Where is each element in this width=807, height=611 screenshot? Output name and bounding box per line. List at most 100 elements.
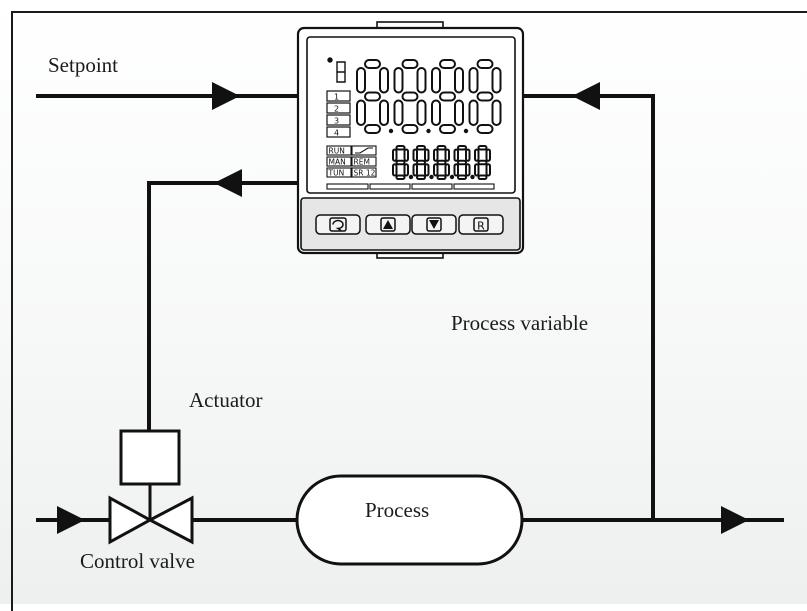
bar-indicators <box>326 183 495 190</box>
tun-indicator: TUN <box>328 169 345 178</box>
r-letter-icon: R <box>477 220 485 233</box>
lcd-segment <box>436 174 447 180</box>
lcd-segment <box>393 99 404 126</box>
main-digit-3 <box>431 59 469 134</box>
up-arrow-icon <box>383 220 393 229</box>
lcd-segment <box>395 145 406 151</box>
valve-right-triangle <box>146 495 194 545</box>
lcd-segment <box>393 67 404 94</box>
lcd-segment <box>465 148 471 162</box>
ramp-icon <box>355 147 373 154</box>
run-indicator: RUN <box>329 147 345 156</box>
lcd-segment <box>454 99 464 126</box>
lcd-segment <box>401 91 419 102</box>
tun-indicator-box <box>326 167 352 178</box>
lcd-segment <box>457 159 467 166</box>
lcd-segment <box>395 159 406 166</box>
lcd-segment <box>416 145 426 151</box>
lcd-segment <box>416 174 426 180</box>
lcd-segment <box>416 67 427 94</box>
control-valve <box>108 429 194 545</box>
lcd-segment <box>465 163 471 177</box>
lcd-segment <box>433 163 439 177</box>
lcd-segment <box>416 159 426 166</box>
decimal-point <box>463 128 469 134</box>
lcd-segment <box>439 91 456 102</box>
decimal-point <box>449 174 455 180</box>
secondary-digit-1 <box>392 145 414 180</box>
lcd-segment <box>431 99 441 126</box>
man-indicator: MAN <box>329 158 346 167</box>
secondary-display <box>392 145 491 180</box>
prefix-digit <box>327 57 346 83</box>
lcd-segment <box>379 67 389 94</box>
decimal-point <box>408 174 414 180</box>
lcd-segment <box>476 91 494 102</box>
lcd-segment <box>485 163 491 177</box>
setpoint-label: Setpoint <box>48 53 118 77</box>
lcd-segment <box>476 124 494 134</box>
controller: 1 2 3 4 RUN MAN TUN REM <box>296 21 525 259</box>
sr-indicator-box <box>351 167 377 178</box>
process-vessel <box>295 474 524 566</box>
lcd-segment <box>412 163 418 177</box>
lcd-segment <box>433 148 439 162</box>
process-label: Process <box>365 498 429 522</box>
output-indicator-1: 1 <box>334 93 339 102</box>
rem-indicator: REM <box>354 158 370 167</box>
lcd-segment <box>453 163 459 177</box>
lcd-segment <box>468 99 479 126</box>
lcd-segment <box>392 163 398 177</box>
man-indicator-box <box>326 156 352 167</box>
decimal-point <box>426 128 431 134</box>
lcd-segment <box>395 174 406 180</box>
secondary-digit-2 <box>412 145 434 180</box>
rem-indicator-box <box>351 156 377 167</box>
setpoint-arrow-icon <box>212 82 240 110</box>
lcd-segment <box>491 67 502 94</box>
actuator-box <box>119 429 181 486</box>
output-arrow-icon <box>214 169 242 197</box>
lcd-segment <box>457 174 467 180</box>
diagram-frame <box>11 11 807 611</box>
lcd-segment <box>444 148 450 162</box>
lcd-segment <box>436 159 447 166</box>
valve-left-triangle <box>108 495 154 545</box>
cycle-icon <box>332 219 344 232</box>
lcd-segment <box>474 163 480 177</box>
main-display <box>356 59 502 134</box>
output-indicator-4: 4 <box>334 129 339 138</box>
output-indicator-2: 2 <box>334 105 339 114</box>
decimal-point <box>470 174 475 180</box>
main-digit-4 <box>468 59 502 134</box>
lcd-segment <box>491 99 502 126</box>
output-indicator-3: 3 <box>334 117 339 126</box>
lcd-segment <box>364 91 381 102</box>
lcd-segment <box>454 67 464 94</box>
decimal-point <box>429 174 434 180</box>
lcd-segment <box>364 59 381 69</box>
lcd-segment <box>485 148 491 162</box>
outlet-arrow-icon <box>721 506 749 534</box>
control-valve-label: Control valve <box>80 549 195 573</box>
lcd-segment <box>431 67 441 94</box>
secondary-digit-5 <box>474 145 491 180</box>
lcd-segment <box>444 163 450 177</box>
lcd-segment <box>401 59 419 69</box>
lcd-segment <box>416 99 427 126</box>
lcd-segment <box>403 163 409 177</box>
lcd-segment <box>379 99 389 126</box>
lcd-segment <box>477 159 488 166</box>
down-arrow-icon <box>429 220 439 229</box>
lcd-segment <box>392 148 398 162</box>
lcd-segment <box>468 67 479 94</box>
lcd-segment <box>476 59 494 69</box>
lcd-segment <box>401 124 419 134</box>
lcd-segment <box>453 148 459 162</box>
r-button[interactable] <box>458 214 504 235</box>
decimal-point <box>388 128 394 134</box>
main-digit-1 <box>356 59 394 134</box>
keypad-buttons <box>315 214 504 235</box>
page-button[interactable] <box>315 214 361 235</box>
